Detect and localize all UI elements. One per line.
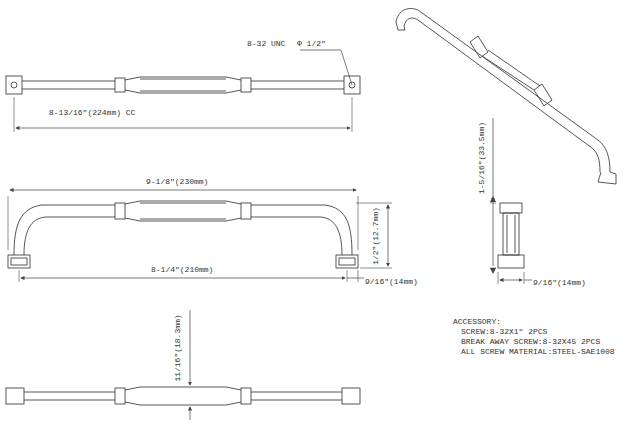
accessory-note: BREAK AWAY SCREW:8-32X45 2PCS bbox=[460, 337, 601, 347]
dimension-label: 11/16"(18.3mm) bbox=[173, 313, 183, 382]
perspective-view bbox=[396, 9, 616, 185]
hole-depth: Φ 1/2" bbox=[296, 39, 327, 49]
dimension-label: 8-13/16"(224mm) CC bbox=[48, 108, 136, 118]
dimension-label: 8-1/4"(210mm) bbox=[150, 265, 214, 275]
thread-spec: 8-32 UNC bbox=[246, 39, 286, 49]
dimension-label: 9/16"(14mm) bbox=[364, 277, 419, 287]
dimension-label: 9-1/8"(230mm) bbox=[145, 177, 209, 187]
accessory-note: SCREW:8-32X1" 2PCS bbox=[460, 327, 548, 337]
side-view bbox=[498, 203, 524, 268]
accessory-note: ACCESSORY: bbox=[452, 317, 502, 327]
front-view bbox=[8, 201, 358, 268]
accessory-note: ALL SCREW MATERIAL:STEEL-SAE1008 bbox=[460, 347, 616, 357]
bottom-view bbox=[6, 387, 360, 405]
top-view bbox=[6, 76, 360, 94]
dimension-label: 1-5/16"(33.5mm) bbox=[477, 121, 487, 195]
dimension-label: 1/2"(12.7mm) bbox=[371, 206, 381, 266]
dimension-label: 9/16"(14mm) bbox=[532, 278, 587, 288]
